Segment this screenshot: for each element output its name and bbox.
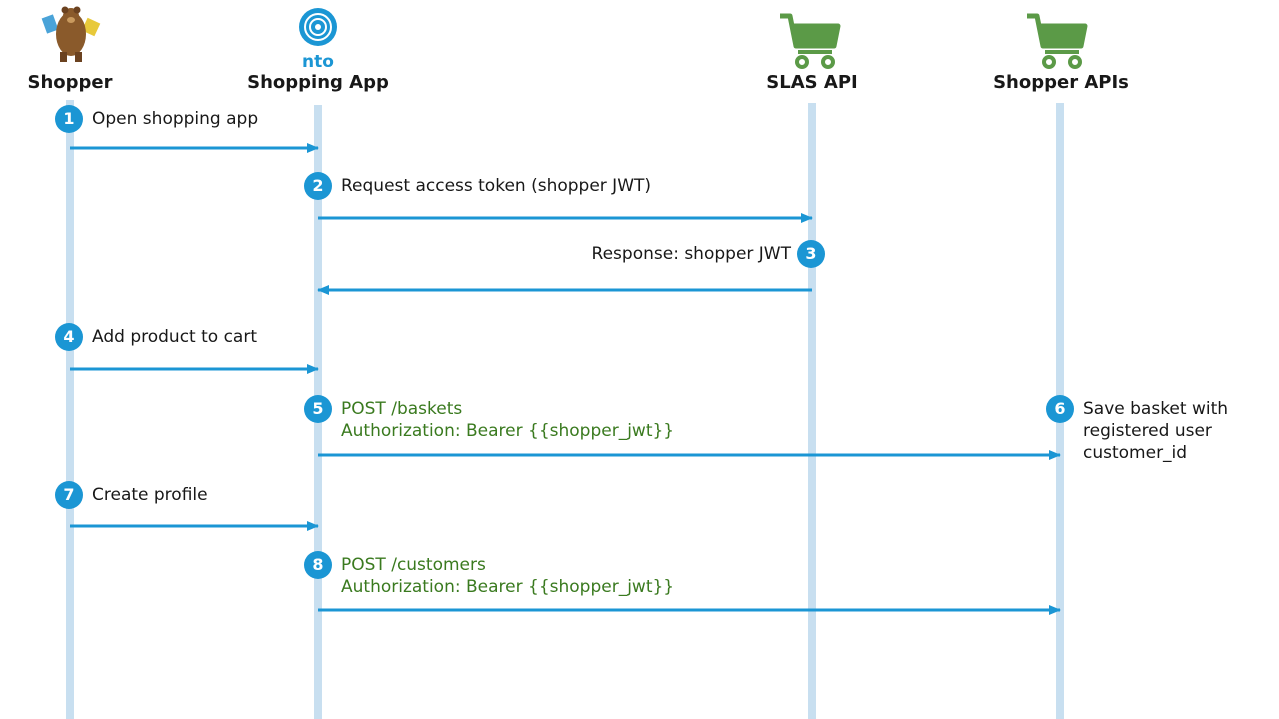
nto-logo-icon: nto	[299, 8, 337, 72]
step-label: Response: shopper JWT	[592, 243, 791, 265]
step-text-line: Save basket with	[1083, 399, 1229, 419]
nto-logo-text: nto	[302, 52, 334, 72]
step-label: POST /customers Authorization: Bearer {{…	[341, 554, 674, 598]
step-text-line: Response: shopper JWT	[591, 244, 791, 264]
step-text-line: POST /baskets	[341, 399, 463, 419]
step-badge: 1	[55, 105, 83, 133]
actor-label-shopper-apis: Shopper APIs	[993, 72, 1129, 93]
actor-label-shopping-app: Shopping App	[247, 72, 389, 93]
lifeline-shopper	[66, 100, 74, 719]
step-badge: 3	[797, 240, 825, 268]
lifeline-slas-api	[808, 103, 816, 719]
step-label: Add product to cart	[92, 326, 257, 348]
step-text-line: Open shopping app	[92, 109, 259, 129]
step-label: Create profile	[92, 484, 208, 506]
step-badge: 5	[304, 395, 332, 423]
step-text-line: registered user	[1083, 421, 1212, 441]
step-badge: 8	[304, 551, 332, 579]
step-badge: 6	[1046, 395, 1074, 423]
step-label: Request access token (shopper JWT)	[341, 175, 651, 197]
step-text-line: POST /customers	[341, 555, 486, 575]
step-text-line: Authorization: Bearer {{shopper_jwt}}	[341, 577, 675, 597]
step-label: Open shopping app	[92, 108, 258, 130]
step-label: POST /baskets Authorization: Bearer {{sh…	[341, 398, 674, 442]
step-badge: 7	[55, 481, 83, 509]
step-label: Save basket with registered user custome…	[1083, 398, 1228, 464]
shopping-cart-icon	[780, 13, 841, 69]
step-badge: 4	[55, 323, 83, 351]
step-text-line: Add product to cart	[92, 327, 257, 347]
step-text-line: Request access token (shopper JWT)	[341, 176, 652, 196]
shopping-cart-icon	[1027, 13, 1088, 69]
step-badge: 2	[304, 172, 332, 200]
step-text-line: Authorization: Bearer {{shopper_jwt}}	[341, 421, 675, 441]
bear-mascot-icon	[41, 6, 101, 62]
actor-label-slas-api: SLAS API	[766, 72, 858, 93]
step-text-line: customer_id	[1083, 443, 1188, 463]
actor-label-shopper: Shopper	[27, 72, 113, 93]
step-text-line: Create profile	[92, 485, 208, 505]
